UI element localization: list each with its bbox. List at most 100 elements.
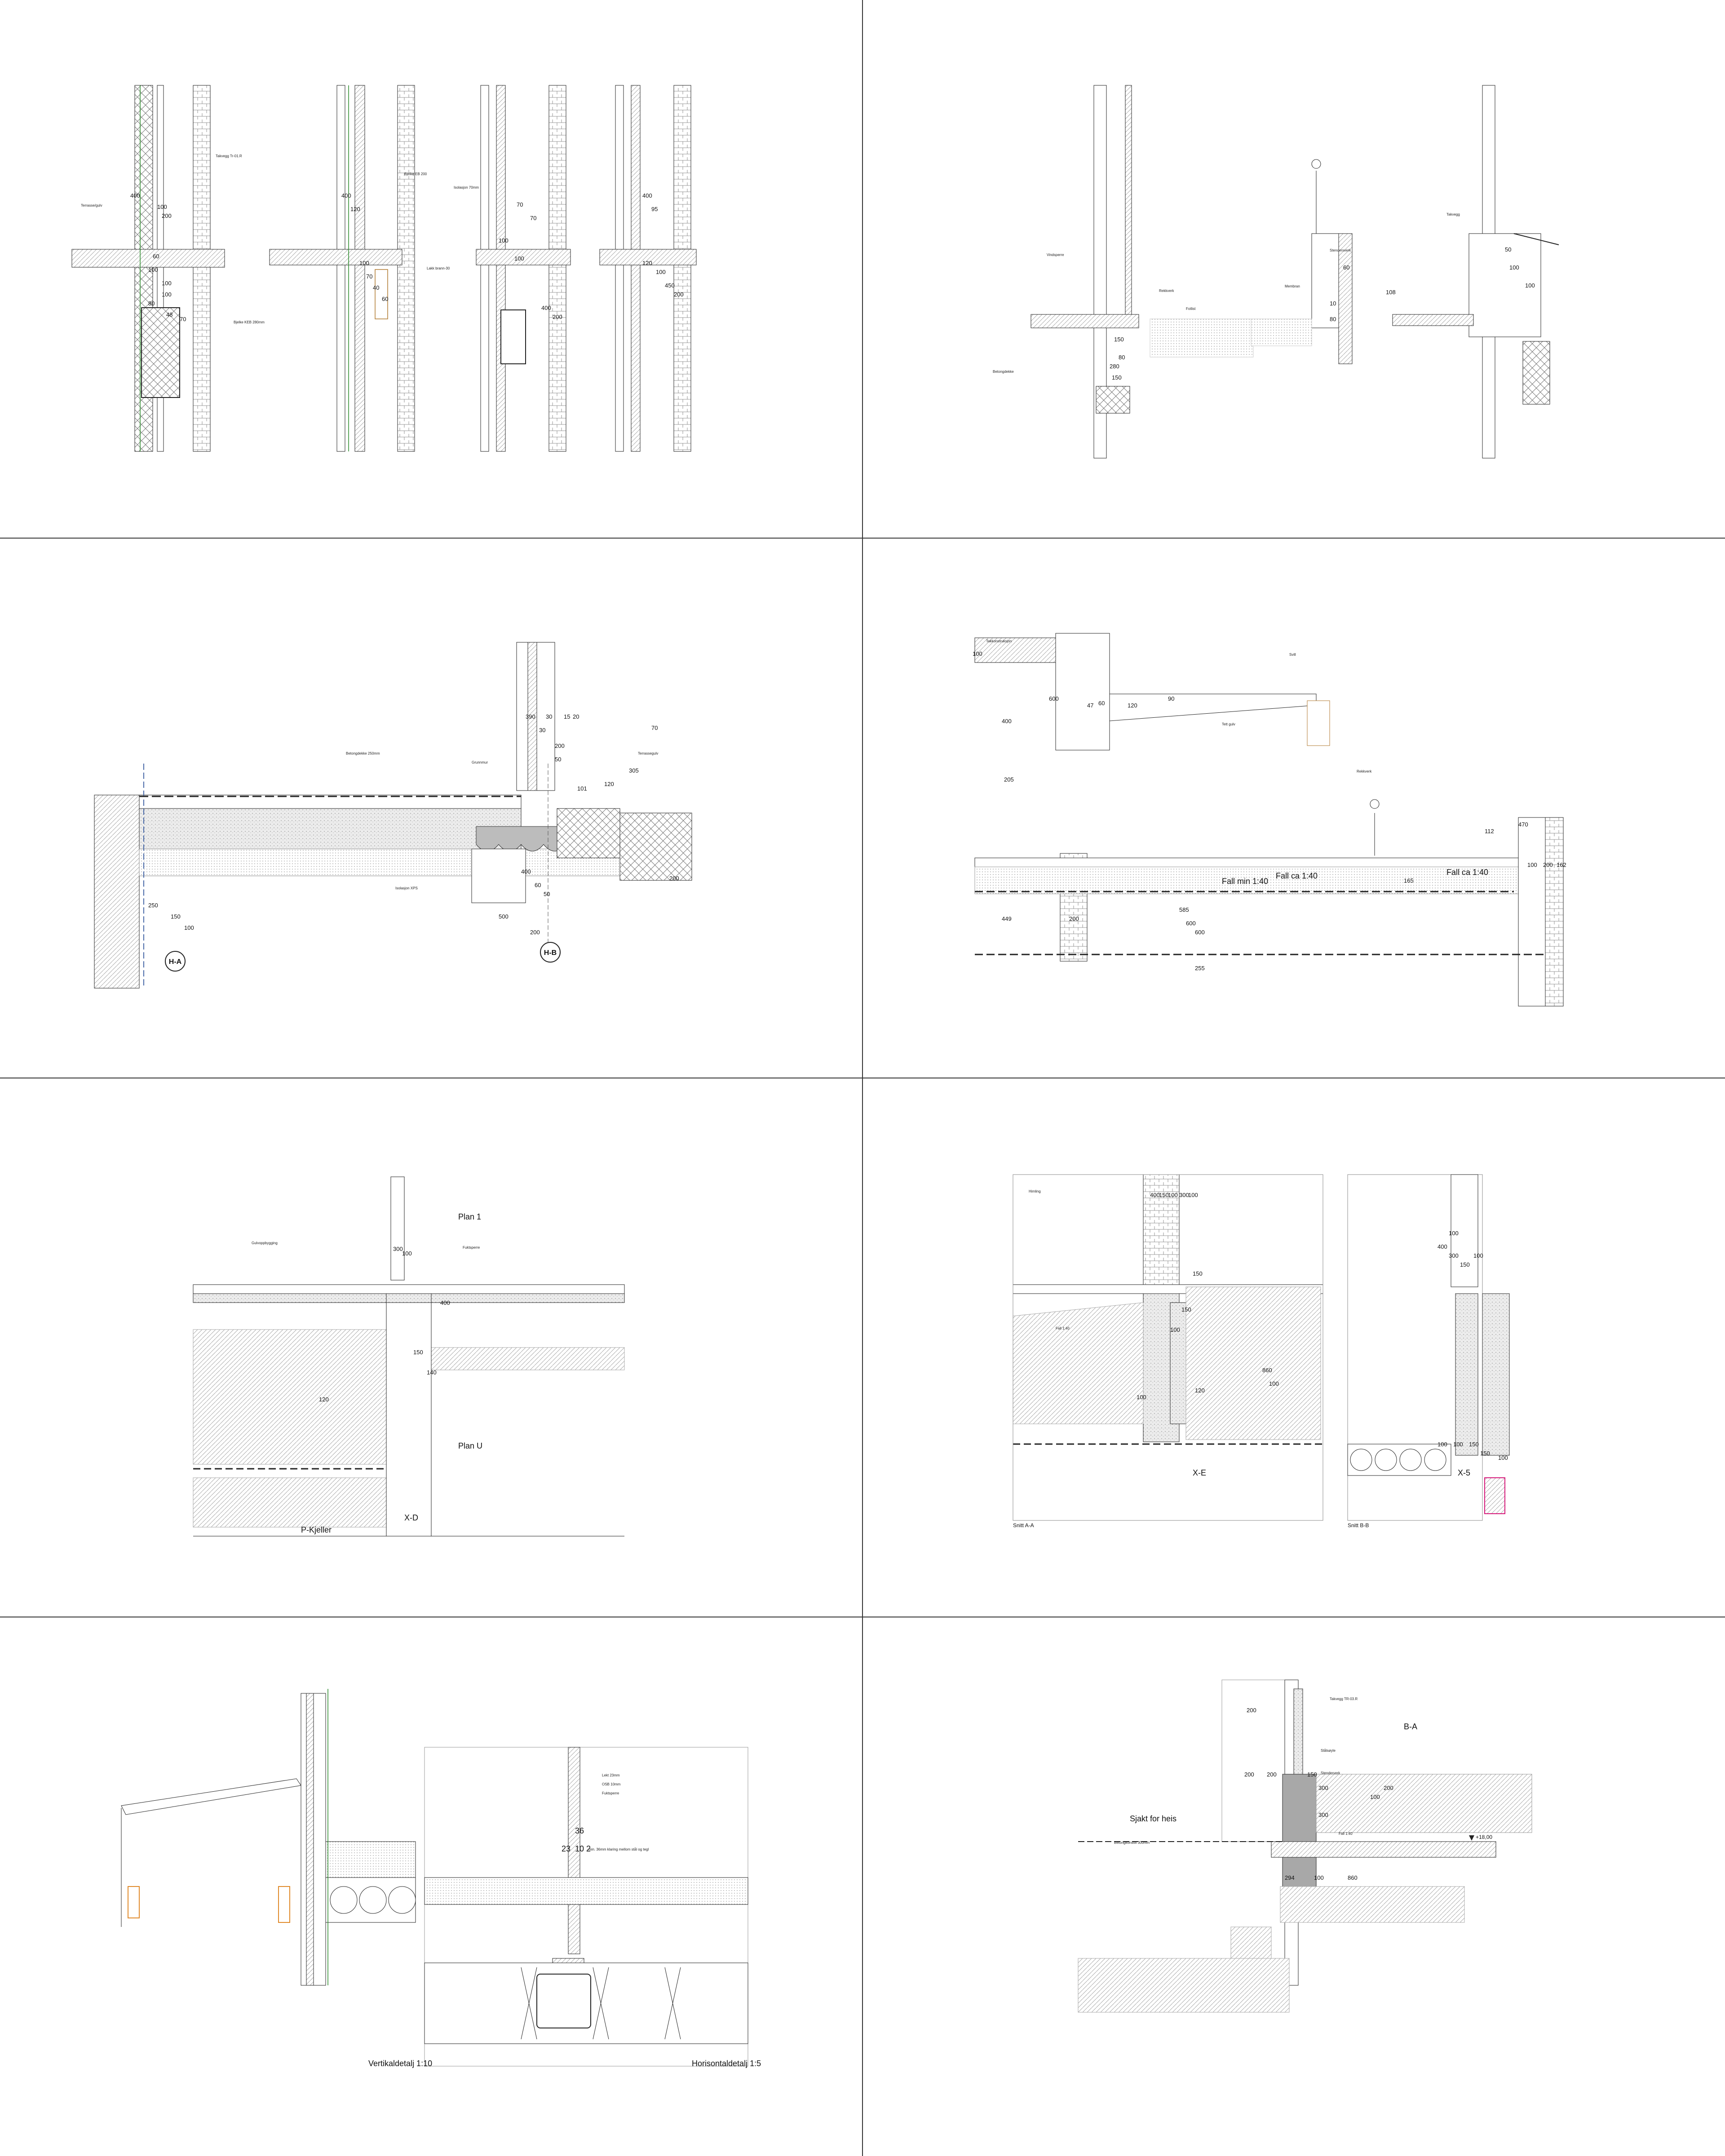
- annotation-note: Fuktsperre: [463, 1246, 480, 1250]
- level-marker: +18,00: [1476, 1834, 1492, 1840]
- annotation-note: Betongkonsoll 300mm: [1114, 1841, 1150, 1845]
- grid-label-b-a: B-A: [1404, 1722, 1417, 1731]
- dimension-label: 100: [973, 650, 982, 657]
- dimension-label: 150: [1181, 1306, 1191, 1313]
- dimension-label: 100: [1168, 1192, 1178, 1198]
- dimension-label: 200: [1543, 862, 1553, 868]
- dimension-label: 60: [1098, 700, 1105, 707]
- dimension-label: 80: [1119, 354, 1125, 361]
- shaft-title: Sjakt for heis: [1130, 1814, 1177, 1823]
- dimension-label: 150: [1193, 1270, 1203, 1277]
- annotation-note: Takvegg: [1446, 212, 1460, 216]
- dimension-label: 150: [1480, 1450, 1490, 1457]
- dimension-label: 400: [1150, 1192, 1160, 1198]
- annotation-note: Stendersverk: [1330, 248, 1351, 252]
- grid-label-x-5: X-5: [1458, 1468, 1470, 1477]
- dimension-label: 400: [1438, 1243, 1447, 1250]
- dimension-label: 101: [577, 785, 587, 792]
- annotation-notes: VindsperreRekkverkFotlistTakveggMembranS…: [993, 212, 1460, 374]
- slope-annotation-2: Fall ca 1:40: [1276, 871, 1318, 880]
- dimension-label: 600: [1195, 929, 1205, 936]
- dimension-label: 200: [669, 875, 679, 882]
- dimension-label: 100: [1527, 862, 1537, 868]
- dimension-label: 80: [1330, 316, 1336, 323]
- dimension-label: 100: [1188, 1192, 1198, 1198]
- dimension-label: 120: [642, 260, 652, 266]
- dimension-label: 120: [1128, 702, 1137, 709]
- panel-roof-section: Fall min 1:40 Fall ca 1:40 Fall ca 1:40 …: [973, 633, 1566, 1007]
- dimension-label: 200: [1244, 1771, 1254, 1778]
- dimension-label: 449: [1002, 915, 1012, 922]
- annotation-note: Isolasjon XPS: [395, 886, 418, 890]
- wall-section-2: [269, 85, 415, 452]
- annotation-note: Himling: [1029, 1189, 1041, 1193]
- dimension-labels: 4001002006010010010080487040012010070406…: [130, 192, 684, 323]
- dimension-label: 100: [1370, 1794, 1380, 1800]
- dimension-label: 300: [1449, 1252, 1459, 1259]
- dimension-label: 200: [530, 929, 540, 936]
- hollow-core-slab: [1347, 1444, 1451, 1476]
- dimension-label: 108: [1386, 289, 1396, 296]
- dimension-label: 47: [1087, 702, 1093, 709]
- dimension-label: 100: [656, 269, 666, 275]
- caption-section-a: Snitt A-A: [1013, 1522, 1034, 1529]
- grid-label-x-d: X-D: [404, 1513, 418, 1522]
- dimension-label: 150: [1460, 1261, 1470, 1268]
- dimension-label: 60: [153, 253, 159, 260]
- dimension-label: 23: [562, 1844, 571, 1853]
- dimension-label: 50: [1505, 246, 1511, 253]
- dimension-label: 100: [157, 203, 167, 210]
- dimension-label: 150: [1112, 374, 1122, 381]
- dimension-label: 100: [1137, 1394, 1146, 1401]
- dimension-label: 50: [544, 891, 550, 897]
- dimension-label: 390: [526, 713, 535, 720]
- dimension-label: 205: [1004, 776, 1014, 783]
- dimension-label: 450: [665, 282, 675, 289]
- dimension-label: 50: [555, 756, 561, 763]
- dimension-label: 36: [575, 1826, 584, 1835]
- slope-annotation-1: Fall min 1:40: [1222, 877, 1268, 886]
- dimension-label: 400: [521, 868, 531, 875]
- dimension-label: 470: [1518, 821, 1528, 828]
- dimension-label: 80: [148, 300, 155, 307]
- annotation-note: Lakk brann-30: [427, 266, 450, 270]
- panel-plan-detail: Plan 1 Plan U P-Kjeller X-D 300100400150…: [193, 1176, 625, 1537]
- annotation-note: Fotlist: [1186, 307, 1196, 311]
- dimension-label: 60: [535, 882, 541, 888]
- dimension-label: 100: [1269, 1380, 1279, 1387]
- dimension-label: 60: [1343, 264, 1349, 271]
- dimension-label: 2: [586, 1844, 591, 1853]
- dimension-label: 40: [373, 284, 379, 291]
- dimension-label: 400: [341, 192, 351, 199]
- dimension-label: 10: [1330, 300, 1336, 307]
- dimension-label: 120: [319, 1396, 329, 1403]
- annotation-note: OSB 10mm: [602, 1782, 621, 1786]
- annotation-note: Rekkverk: [1357, 769, 1372, 773]
- annotation-note: Tett gulv: [1222, 722, 1235, 726]
- dimension-label: 30: [546, 713, 552, 720]
- dimension-label: 600: [1186, 920, 1196, 927]
- dimension-label: 150: [1159, 1192, 1169, 1198]
- annotation-note: Fall 1:40: [1339, 1832, 1353, 1836]
- annotation-note: Svill: [1289, 653, 1296, 657]
- dimension-label: 585: [1179, 906, 1189, 913]
- dimension-label: 100: [148, 266, 158, 273]
- annotation-note: Stålsøyle: [1321, 1749, 1336, 1753]
- dimension-label: 60: [382, 296, 388, 302]
- dimension-label: 400: [440, 1299, 450, 1306]
- caption-vertical-detail: Vertikaldetalj 1:10: [368, 2059, 432, 2068]
- dimension-label: 150: [1469, 1441, 1479, 1448]
- dimension-label: 48: [166, 311, 172, 318]
- wall-section-1: [71, 85, 225, 452]
- dimension-label: 120: [1195, 1387, 1205, 1394]
- caption-horizontal-detail: Horisontaldetalj 1:5: [692, 2059, 761, 2068]
- dimension-label: 100: [1438, 1441, 1447, 1448]
